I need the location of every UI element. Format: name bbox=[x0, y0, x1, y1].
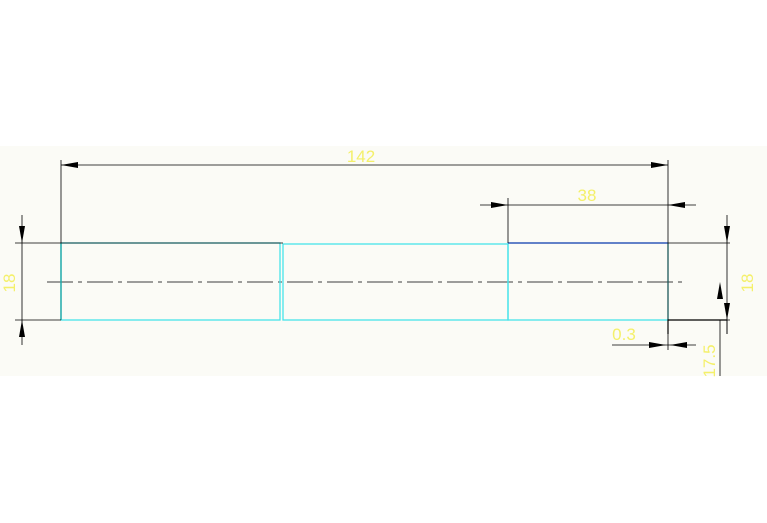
arrowhead-left bbox=[491, 202, 508, 208]
dimension-text: 18 bbox=[0, 274, 19, 293]
arrowhead-left bbox=[649, 342, 666, 348]
shaft-part[interactable] bbox=[60, 242, 669, 321]
dimension-142[interactable]: 142 bbox=[61, 147, 668, 168]
dimension-17-5[interactable]: 17.5 bbox=[667, 282, 727, 378]
arrowhead-top bbox=[19, 226, 25, 243]
dimension-38[interactable]: 38 bbox=[480, 186, 696, 208]
arrowhead-right bbox=[668, 202, 685, 208]
dimension-text: 0.3 bbox=[612, 325, 636, 344]
dimension-18-left[interactable]: 18 bbox=[0, 215, 25, 345]
dimension-text: 17.5 bbox=[700, 344, 719, 377]
dimension-text: 38 bbox=[578, 186, 597, 205]
dimension-text: 142 bbox=[347, 147, 375, 166]
arrowhead-left bbox=[61, 162, 78, 168]
arrowhead-top bbox=[724, 226, 730, 243]
dimension-text: 18 bbox=[738, 274, 757, 293]
dimension-0-3[interactable]: 0.3 bbox=[612, 325, 696, 348]
arrowhead-up bbox=[717, 282, 723, 299]
arrowhead-right bbox=[651, 162, 668, 168]
dimension-18-right[interactable]: 18 bbox=[724, 215, 757, 334]
drawing-band-background bbox=[0, 146, 767, 376]
arrowhead-bottom bbox=[724, 303, 730, 320]
leader-corner bbox=[667, 319, 727, 334]
arrowhead-bottom bbox=[19, 320, 25, 337]
arrowhead-right bbox=[670, 342, 687, 348]
